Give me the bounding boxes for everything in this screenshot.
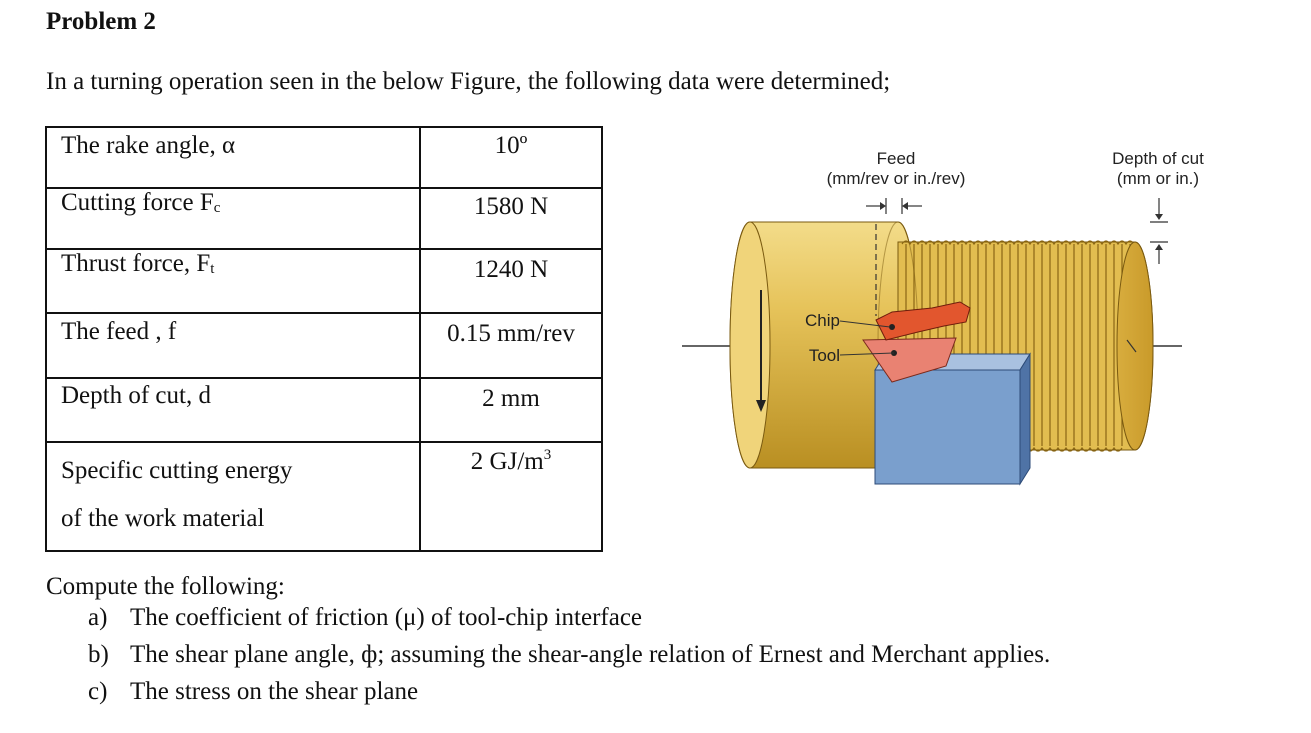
item-text: The shear plane angle, ф; assuming the s… xyxy=(130,641,1051,668)
feed-arrowhead-left xyxy=(880,202,886,210)
doc-arrowhead-bottom xyxy=(1155,244,1163,250)
chip-shape xyxy=(875,301,971,341)
table-row: Cutting force Fc 1580 N xyxy=(45,187,603,250)
list-item: a) The coefficient of friction (μ) of to… xyxy=(88,604,1050,641)
item-text: The coefficient of friction (μ) of tool-… xyxy=(130,604,643,631)
rake-angle-label: The rake angle, α xyxy=(45,126,421,189)
turning-diagram xyxy=(682,198,1182,486)
tool-body xyxy=(874,369,1021,485)
chip-label: Chip xyxy=(805,311,840,330)
chip-dot xyxy=(889,324,895,330)
item-text: The stress on the shear plane xyxy=(130,678,419,705)
feed-arrowhead-right xyxy=(902,202,908,210)
item-marker: b) xyxy=(88,641,109,668)
problem-intro: In a turning operation seen in the below… xyxy=(46,68,891,95)
feed-label: Feed (mm/rev or in./rev) xyxy=(826,149,966,188)
rotation-arrowhead xyxy=(756,400,766,412)
tool-insert xyxy=(862,337,957,383)
thrust-force-label: Thrust force, Ft xyxy=(45,248,421,314)
specific-energy-value: 2 GJ/m3 xyxy=(419,441,603,552)
rake-angle-value: 10º xyxy=(419,126,603,189)
question-list: a) The coefficient of friction (μ) of to… xyxy=(88,604,1050,715)
tool-label: Tool xyxy=(808,346,840,365)
problem-title: Problem 2 xyxy=(46,8,156,35)
depth-of-cut-annotation: Depth of cut (mm or in.) xyxy=(1112,149,1204,188)
depth-of-cut-label: Depth of cut, d xyxy=(45,377,421,443)
list-item: c) The stress on the shear plane xyxy=(88,678,1050,715)
tool-side-face xyxy=(1019,352,1031,486)
doc-arrowhead-top xyxy=(1155,214,1163,220)
item-marker: a) xyxy=(88,604,108,631)
turning-figure: Feed (mm/rev or in./rev) Depth of cut (m… xyxy=(670,140,1204,490)
depth-of-cut-value: 2 mm xyxy=(419,377,603,443)
item-marker: c) xyxy=(88,678,108,705)
list-item: b) The shear plane angle, ф; assuming th… xyxy=(88,641,1050,678)
cutting-force-value: 1580 N xyxy=(419,187,603,250)
chip-leader xyxy=(839,320,891,328)
questions-heading: Compute the following: xyxy=(46,573,285,600)
thrust-force-value: 1240 N xyxy=(419,248,603,314)
feed-value: 0.15 mm/rev xyxy=(419,312,603,379)
data-table: The rake angle, α 10º Cutting force Fc 1… xyxy=(45,126,603,552)
tool-leader xyxy=(839,352,895,356)
center-mark xyxy=(1126,339,1137,353)
workpiece-machined-face xyxy=(1116,241,1154,451)
table-row: The feed , f 0.15 mm/rev xyxy=(45,312,603,379)
feed-label: The feed , f xyxy=(45,312,421,379)
workpiece-end-face xyxy=(729,221,771,469)
cutting-force-label: Cutting force Fc xyxy=(45,187,421,250)
table-row: Thrust force, Ft 1240 N xyxy=(45,248,603,314)
table-row: Depth of cut, d 2 mm xyxy=(45,377,603,443)
table-row: The rake angle, α 10º xyxy=(45,126,603,189)
